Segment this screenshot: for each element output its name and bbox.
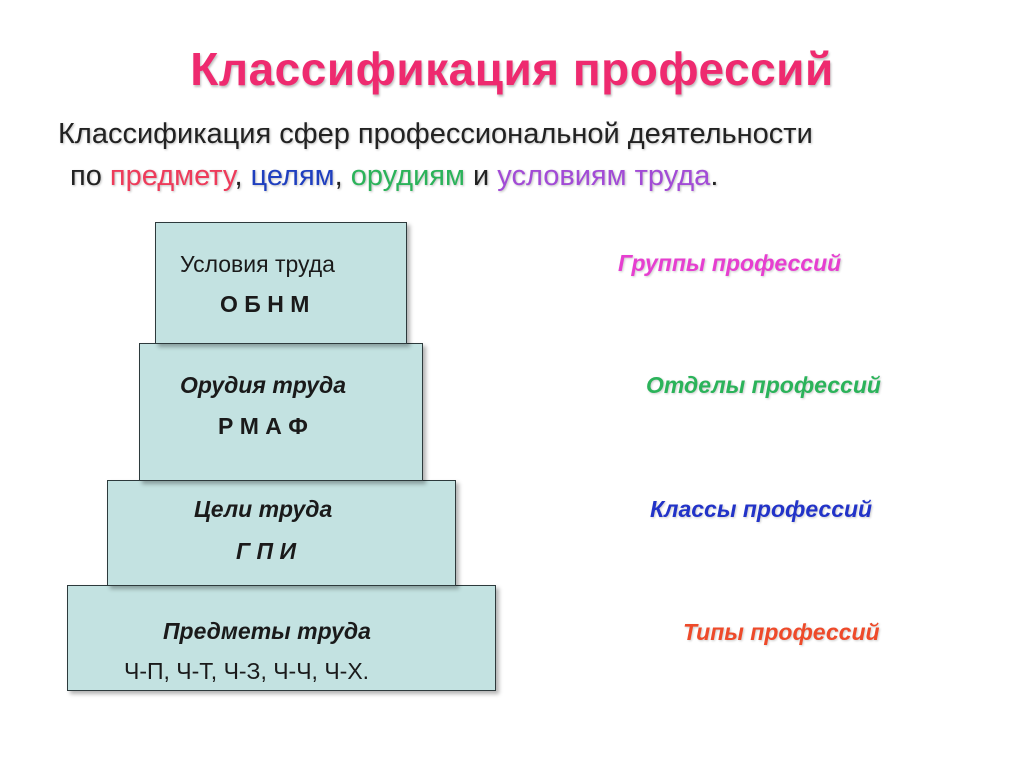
keyword-subject: предмету bbox=[109, 160, 235, 192]
tier-tools-label: Орудия труда bbox=[180, 372, 347, 398]
subtitle-line-2: по предмету, целям, орудиям и условиям т… bbox=[70, 160, 718, 193]
subtitle-end: . bbox=[710, 160, 719, 192]
level-label-groups: Группы профессий bbox=[618, 250, 842, 276]
level-label-classes: Классы профессий bbox=[650, 496, 873, 522]
pyramid-tier-subjects: Предметы труда Ч-П, Ч-Т, Ч-З, Ч-Ч, Ч-Х. bbox=[67, 585, 496, 691]
tier-subjects-label: Предметы труда bbox=[163, 618, 371, 644]
subtitle-separator-2: , bbox=[334, 160, 351, 192]
subtitle-conjunction: и bbox=[464, 160, 498, 192]
subtitle-line-1: Классификация сфер профессиональной деят… bbox=[58, 118, 813, 150]
subtitle-separator-1: , bbox=[234, 160, 251, 192]
tier-goals-label: Цели труда bbox=[194, 496, 333, 522]
slide-title: Классификация профессий bbox=[190, 43, 834, 95]
pyramid-tier-goals: Цели труда Г П И bbox=[107, 480, 456, 586]
tier-conditions-codes: О Б Н М bbox=[220, 291, 310, 317]
pyramid-tier-tools: Орудия труда Р М А Ф bbox=[139, 343, 423, 481]
tier-tools-codes: Р М А Ф bbox=[218, 413, 308, 439]
subtitle-prefix: по bbox=[70, 160, 110, 192]
keyword-goals: целям bbox=[250, 160, 335, 192]
tier-subjects-codes: Ч-П, Ч-Т, Ч-З, Ч-Ч, Ч-Х. bbox=[124, 658, 370, 684]
tier-goals-codes: Г П И bbox=[236, 538, 296, 564]
level-label-types: Типы профессий bbox=[683, 619, 880, 645]
level-label-departments: Отделы профессий bbox=[646, 372, 881, 398]
keyword-tools: орудиям bbox=[350, 160, 465, 192]
pyramid-tier-conditions: Условия труда О Б Н М bbox=[155, 222, 407, 344]
keyword-conditions: условиям труда bbox=[497, 160, 711, 192]
tier-conditions-label: Условия труда bbox=[180, 251, 335, 277]
